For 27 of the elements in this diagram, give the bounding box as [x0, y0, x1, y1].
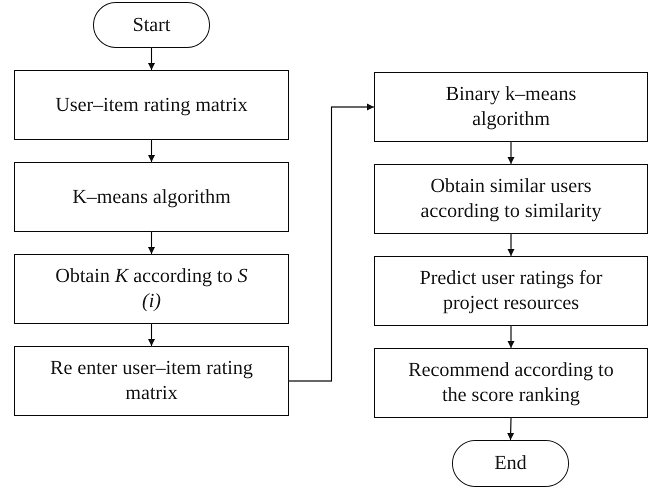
arrow — [508, 234, 514, 256]
process-box — [14, 162, 289, 232]
process-box — [374, 164, 648, 234]
box-label: User–item rating matrix — [55, 92, 248, 118]
process-box — [14, 346, 289, 416]
box-label: End — [494, 451, 527, 476]
arrow — [508, 142, 514, 164]
process-box — [374, 348, 648, 418]
box-label: Obtain similar users according to similarity — [419, 174, 603, 224]
arrow — [508, 326, 514, 348]
arrow — [148, 140, 155, 162]
process-box — [14, 254, 289, 324]
arrow — [148, 48, 155, 70]
box-label: Recommend according to the score ranking — [407, 358, 615, 408]
process-box — [374, 72, 648, 142]
box-label: Start — [132, 12, 170, 38]
process-box — [374, 256, 648, 326]
process-box — [14, 70, 289, 140]
box-label: Predict user ratings for project resources — [418, 266, 604, 316]
arrow — [507, 418, 514, 440]
box-label: Obtain K according to S (i) — [54, 264, 249, 314]
box-label: K–means algorithm — [72, 184, 231, 210]
box-label: Re enter user–item rating matrix — [49, 356, 254, 406]
box-label: Binary k–means algorithm — [444, 82, 578, 132]
arrow — [289, 104, 374, 382]
arrow — [148, 232, 155, 254]
arrow — [148, 324, 155, 346]
